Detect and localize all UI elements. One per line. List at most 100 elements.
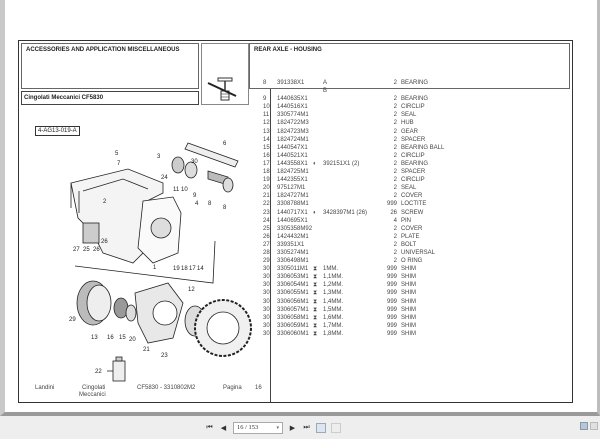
svg-text:4: 4 — [195, 201, 199, 207]
single-page-view-icon[interactable] — [580, 422, 588, 430]
part-number: 3306057M1 — [277, 306, 309, 313]
part-description: CIRCLIP — [401, 104, 425, 111]
svg-text:8: 8 — [223, 205, 227, 211]
part-number: 3306055M1 — [277, 290, 309, 297]
page-number-input[interactable]: 16 / 153 ▾ — [233, 421, 283, 434]
svg-text:6: 6 — [223, 141, 227, 147]
part-symbol-icon: ◐ — [313, 160, 317, 167]
page-navigation: ⏮ ◀ 16 / 153 ▾ ▶ ⏭ — [205, 421, 341, 434]
part-symbol-icon: ⧗ — [313, 306, 318, 313]
footer-page-number: 16 — [255, 385, 262, 391]
part-ref: 25 — [263, 225, 270, 232]
copy-page-icon[interactable] — [316, 422, 326, 433]
paste-page-icon[interactable] — [331, 422, 341, 433]
page-number-value: 16 / 153 — [237, 424, 259, 431]
next-page-button[interactable]: ▶ — [289, 424, 296, 432]
part-ref: 16 — [263, 152, 270, 159]
part-number: 1440695X1 — [277, 217, 308, 224]
section-title: ACCESSORIES AND APPLICATION MISCELLANEOU… — [26, 47, 180, 53]
part-number: 1824725M1 — [277, 169, 309, 176]
part-description: SEAL — [401, 112, 417, 119]
continuous-view-icon[interactable] — [590, 422, 598, 430]
part-symbol-icon: ⧗ — [313, 314, 318, 321]
part-note: 1,4MM. — [323, 298, 344, 305]
diagram-reference-label: 4-AG13-019-A — [35, 126, 80, 136]
part-description: BEARING — [401, 160, 429, 167]
chevron-down-icon[interactable]: ▾ — [276, 425, 279, 431]
part-symbol-icon: ⧗ — [313, 322, 318, 329]
part-number: 1424432M1 — [277, 233, 309, 240]
part-quantity: 2 — [393, 193, 397, 200]
part-quantity: 2 — [393, 241, 397, 248]
part-description: SHIM — [401, 282, 416, 289]
part-ref: 22 — [263, 201, 270, 208]
part-quantity: 999 — [386, 274, 397, 281]
svg-text:9: 9 — [193, 193, 197, 199]
part-ref: 30 — [263, 298, 270, 305]
part-quantity: 2 — [393, 169, 397, 176]
svg-text:8: 8 — [208, 201, 212, 207]
previous-page-button[interactable]: ◀ — [220, 424, 227, 432]
svg-text:27: 27 — [73, 247, 80, 253]
exploded-parts-diagram[interactable]: 4-AG13-019-A — [23, 113, 267, 383]
view-mode-icons — [580, 422, 598, 430]
part-quantity: 4 — [393, 217, 397, 224]
part-description: BEARING — [401, 80, 429, 86]
part-number: 3305011M1 — [277, 266, 309, 273]
part-quantity: 999 — [386, 201, 397, 208]
part-number: 3306056M1 — [277, 298, 309, 305]
part-number: 1440635X1 — [277, 96, 308, 103]
footer-series-line2: Meccanici — [79, 392, 106, 398]
svg-text:22: 22 — [95, 369, 102, 375]
part-number: 391338X1 — [277, 80, 305, 86]
last-page-button[interactable]: ⏭ — [303, 423, 310, 431]
part-quantity: 2 — [393, 152, 397, 159]
part-ref: 8 — [263, 80, 267, 86]
svg-text:14: 14 — [197, 266, 204, 272]
part-symbol-icon: ⧗ — [313, 282, 318, 289]
part-quantity: 999 — [386, 282, 397, 289]
part-number: 3306054M1 — [277, 282, 309, 289]
assembly-title: REAR AXLE - HOUSING — [254, 47, 322, 53]
svg-text:29: 29 — [69, 317, 76, 323]
part-ref: 29 — [263, 258, 270, 265]
first-page-button[interactable]: ⏮ — [206, 423, 213, 431]
svg-text:13: 13 — [91, 335, 98, 341]
part-number: 1440547X1 — [277, 144, 308, 151]
part-note: 1,5MM. — [323, 306, 344, 313]
part-ref: 21 — [263, 193, 270, 200]
part-number: 3308788M1 — [277, 201, 309, 208]
part-note: 392151X1 (2) — [323, 160, 360, 167]
parts-table-row: B — [263, 87, 553, 95]
footer-model-code: CF5830 - 3310802M2 — [137, 385, 196, 391]
svg-text:16: 16 — [107, 335, 114, 341]
part-note: 3428397M1 (26) — [323, 209, 368, 216]
svg-text:20: 20 — [129, 337, 136, 343]
page-canvas[interactable]: ACCESSORIES AND APPLICATION MISCELLANEOU… — [0, 0, 600, 416]
part-ref: 30 — [263, 266, 270, 273]
part-ref: 30 — [263, 314, 270, 321]
part-quantity: 2 — [393, 96, 397, 103]
page-footer: Landini Cingolati Meccanici CF5830 - 331… — [19, 381, 270, 401]
part-symbol-icon: ⧗ — [313, 274, 318, 281]
part-ref: 30 — [263, 330, 270, 337]
part-number: 1824727M1 — [277, 193, 309, 200]
part-number: 3305774M1 — [277, 112, 309, 119]
svg-text:1: 1 — [153, 265, 157, 271]
part-quantity: 2 — [393, 136, 397, 143]
part-description: COVER — [401, 225, 423, 232]
